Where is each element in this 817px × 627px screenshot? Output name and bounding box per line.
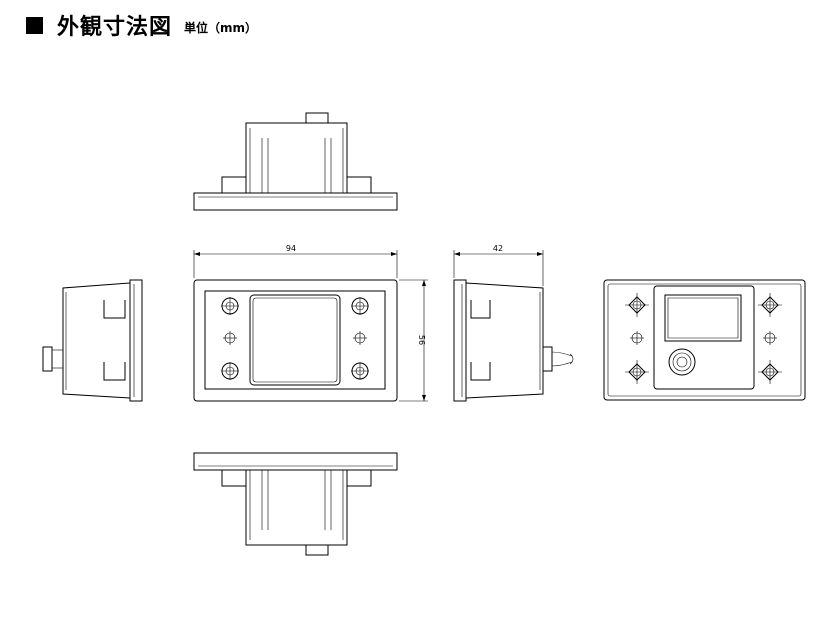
page-title: 外観寸法図 <box>57 15 173 40</box>
screw-hole-icon <box>351 362 369 380</box>
mount-hole-icon <box>353 331 367 345</box>
rear-screw-icon <box>758 293 782 317</box>
mount-hole-icon <box>630 331 644 345</box>
right-side-view: 42 <box>454 244 573 401</box>
screw-hole-icon <box>221 297 239 315</box>
rear-screw-icon <box>625 293 649 317</box>
connector-icon <box>669 349 695 375</box>
rear-screw-icon <box>758 360 782 384</box>
screw-hole-icon <box>351 297 369 315</box>
width-dimension-label: 94 <box>286 244 296 253</box>
mount-hole-icon <box>223 331 237 345</box>
depth-dimension-label: 42 <box>493 244 503 253</box>
screw-hole-icon <box>221 362 239 380</box>
square-bullet-icon <box>26 16 43 34</box>
bottom-view <box>194 453 397 555</box>
rear-view <box>604 280 805 400</box>
height-dimension-label: 56 <box>417 335 426 345</box>
top-view <box>194 113 397 210</box>
page-header: 外観寸法図 単位（mm） <box>26 10 257 40</box>
left-side-view <box>43 280 142 401</box>
rear-screw-icon <box>625 360 649 384</box>
unit-label: 単位（mm） <box>184 20 258 35</box>
front-view: 94 56 <box>194 244 428 401</box>
mount-hole-icon <box>763 331 777 345</box>
